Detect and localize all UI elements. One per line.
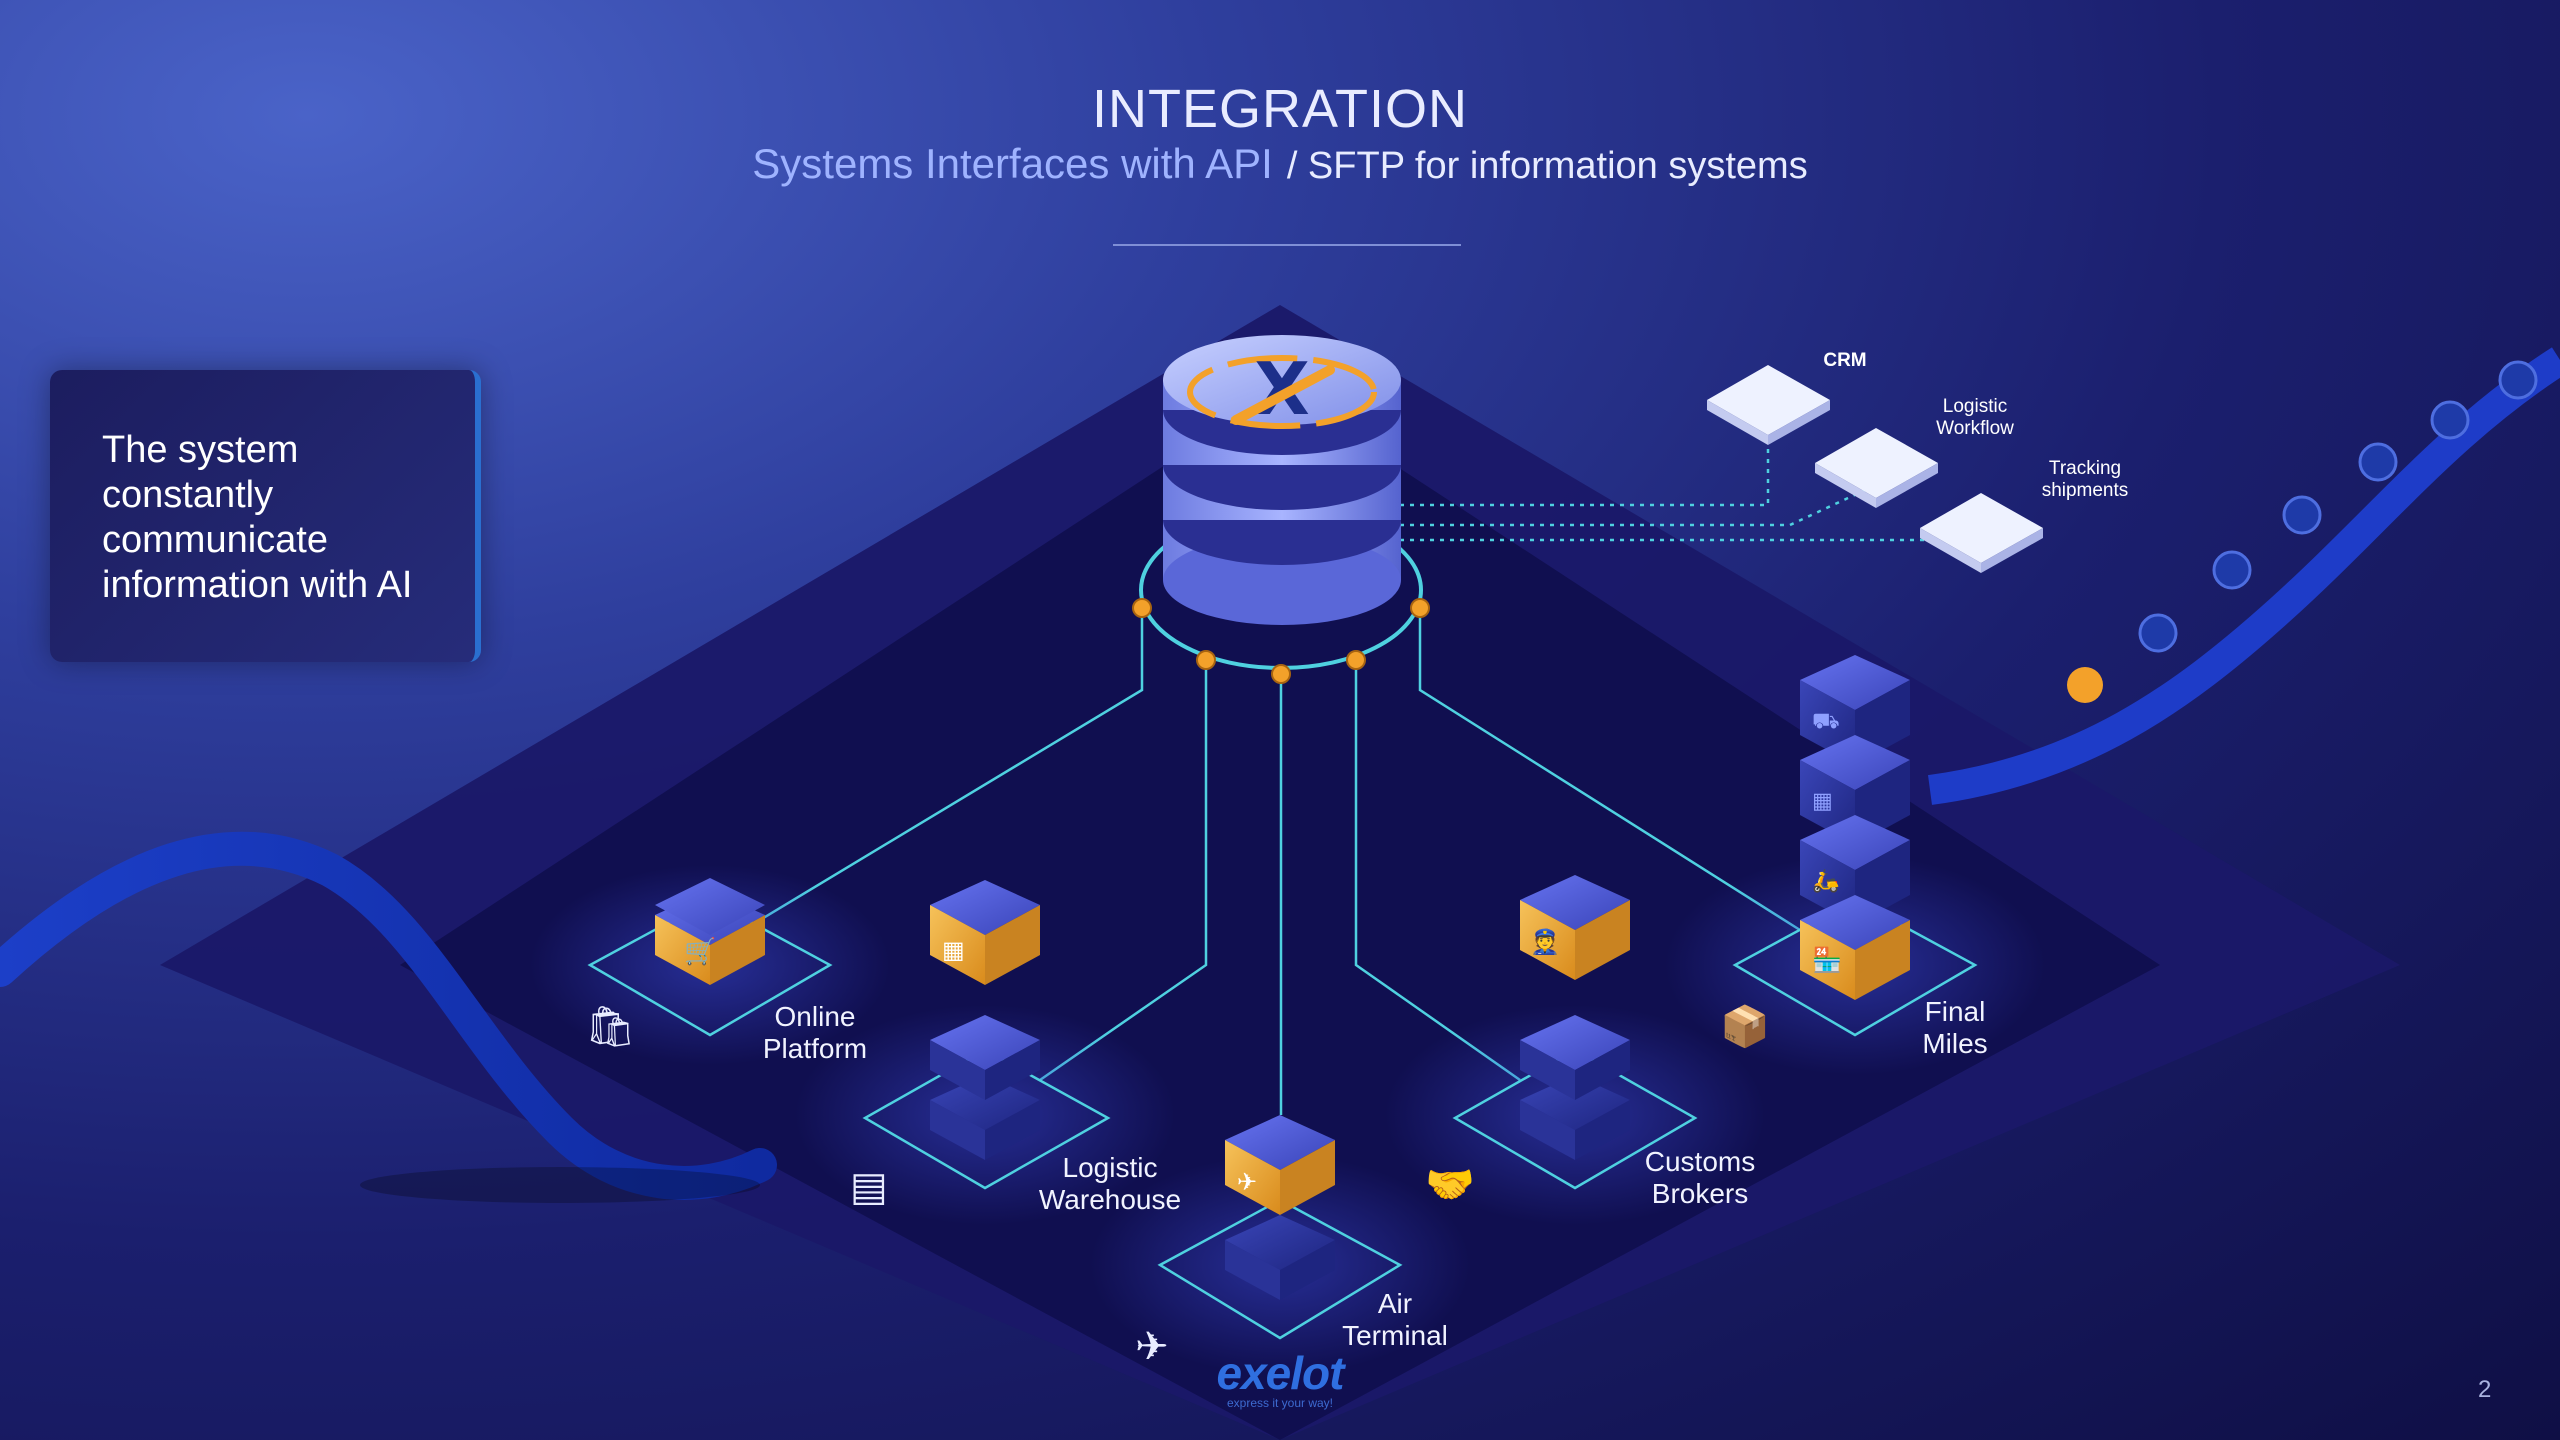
- air-terminal-label: Air Terminal: [1342, 1288, 1448, 1351]
- handshake-icon: 🤝: [1425, 1162, 1475, 1208]
- page-title: INTEGRATION: [1091, 79, 1468, 139]
- logistic-warehouse-pad: [862, 1048, 1111, 1190]
- page-subtitle: Systems Interfaces with API / SFTP for in…: [0, 140, 2560, 188]
- logistic-warehouse-stack: ▦: [930, 880, 1040, 1160]
- logistic-workflow-label: Logistic Workflow: [1936, 396, 2014, 439]
- store-icon: 🏪: [1812, 946, 1842, 974]
- central-database: X: [1139, 335, 1423, 670]
- airplane-icon: ✈: [1237, 1168, 1257, 1196]
- building-icon: ▦: [1812, 789, 1833, 814]
- wave-shadow: [360, 1167, 760, 1203]
- online-platform-label: OnlineOnline Platform: [762, 1001, 868, 1064]
- customs-officer-icon: 👮: [1530, 927, 1560, 956]
- shopping-person-icon: 🛍: [585, 1004, 636, 1050]
- customs-brokers-label: Customs Brokers: [1644, 1146, 1756, 1209]
- air-terminal-pad: [1157, 1198, 1403, 1340]
- shopping-cart-icon: 🛒: [684, 936, 716, 967]
- crm-label: CRM: [1823, 350, 1867, 371]
- air-terminal-stack: ✈: [1225, 1115, 1335, 1300]
- documents-icon: ▤: [850, 1164, 888, 1210]
- final-miles-stack: 🏪 ⛟ ▦ 🛵: [1800, 655, 1910, 1000]
- logistic-warehouse-label: Logistic Warehouse: [1038, 1152, 1182, 1215]
- delivery-hand-icon: 📦: [1720, 1003, 1770, 1050]
- system-connectors: [1400, 440, 1925, 542]
- online-platform-pad: [587, 898, 833, 1037]
- track-beads: [2067, 360, 2538, 703]
- title-divider: [1113, 244, 1461, 246]
- brand-tagline: express it your way!: [1226, 1396, 1334, 1410]
- final-miles-label: Final Miles: [1922, 996, 1988, 1059]
- left-wave-ribbon: [0, 831, 777, 1200]
- warehouse-icon: ▦: [942, 936, 965, 964]
- customs-brokers-stack: 👮: [1520, 875, 1630, 1160]
- customs-brokers-pad: [1452, 1048, 1698, 1190]
- info-text: The system constantly communicate inform…: [102, 429, 413, 606]
- scooter-icon: 🛵: [1812, 868, 1839, 894]
- tracking-shipments-label: Tracking shipments: [2041, 458, 2129, 501]
- subtitle-extra: / SFTP for information systems: [1286, 145, 1808, 187]
- plane-loading-icon: ✈: [1135, 1324, 1169, 1370]
- final-miles-pad: [1732, 898, 1978, 1037]
- delivery-truck-icon: ⛟: [1812, 709, 1840, 734]
- brand-name: exelot: [1216, 1347, 1345, 1399]
- online-platform-stack: 🛒: [655, 878, 765, 985]
- page-number: 2: [2478, 1376, 2492, 1403]
- subtitle-main: Systems Interfaces with API: [752, 140, 1273, 187]
- system-tiles: [1707, 365, 2043, 573]
- info-box: The system constantly communicate inform…: [50, 370, 481, 662]
- brand-logo: exelot express it your way!: [1205, 1350, 1355, 1410]
- connector-nodes: [1132, 598, 1430, 684]
